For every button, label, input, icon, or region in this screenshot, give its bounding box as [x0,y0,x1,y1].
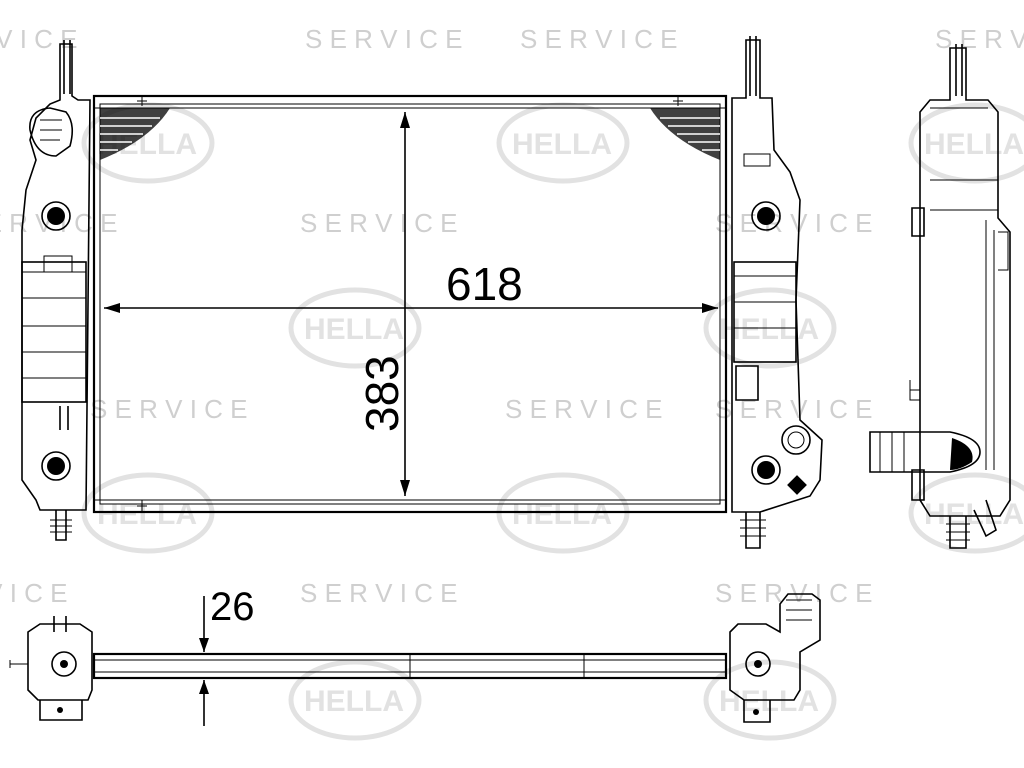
logo-text: HELLA [719,685,819,718]
depth-dimension: 26 [199,585,255,726]
watermark-logo: HELLA [288,659,422,741]
logo-text: HELLA [719,313,819,346]
watermark-service-text: S E R V I C E [300,208,458,238]
side-view [869,44,1011,549]
logo-text: HELLA [512,498,612,531]
top-view: 26 [9,585,821,726]
watermark-service-text: S E R V I C E [505,394,663,424]
logo-text: HELLA [924,128,1024,161]
logo-text: HELLA [512,128,612,161]
watermark-service-text: S E R V I C E [715,578,873,608]
logo-text: HELLA [304,685,404,718]
watermark-service-text: S E R V I C E [715,394,873,424]
watermark-logo: HELLA [908,102,1024,184]
logo-text: HELLA [304,313,404,346]
width-dimension-label: 618 [446,258,523,310]
depth-dimension-label: 26 [210,585,255,629]
watermark-service-text: S E R V I C E [300,578,458,608]
front-view: 618 383 [21,36,823,549]
watermark-service-text: S E R V I C E [520,24,678,54]
logo-text: HELLA [97,498,197,531]
hatched-corner-right [650,108,720,160]
left-side-tank [21,40,91,541]
watermark-service-text: S E R V I C E [90,394,248,424]
watermark-service-text: S E R V I C E [715,208,873,238]
height-dimension-label: 383 [356,355,408,432]
hatched-corner-left [100,108,170,160]
watermark-logo: HELLA [288,287,422,369]
watermark-service-text: S E R V I C E [0,24,78,54]
width-dimension: 618 [104,258,718,313]
watermark-layer: S E R V I C E S E R V I C E S E R V I C … [0,24,1024,741]
reference-marks [137,96,683,512]
height-dimension: 383 [356,112,410,496]
watermark-logo: HELLA [703,287,837,369]
watermark-service-text: S E R V I C E [935,24,1024,54]
watermark-service-text: S E R V I C E [305,24,463,54]
right-side-tank [731,36,823,549]
watermark-service-text: S E R V I C E [0,578,68,608]
watermark-logo: HELLA [496,102,630,184]
radiator-core [92,94,728,514]
